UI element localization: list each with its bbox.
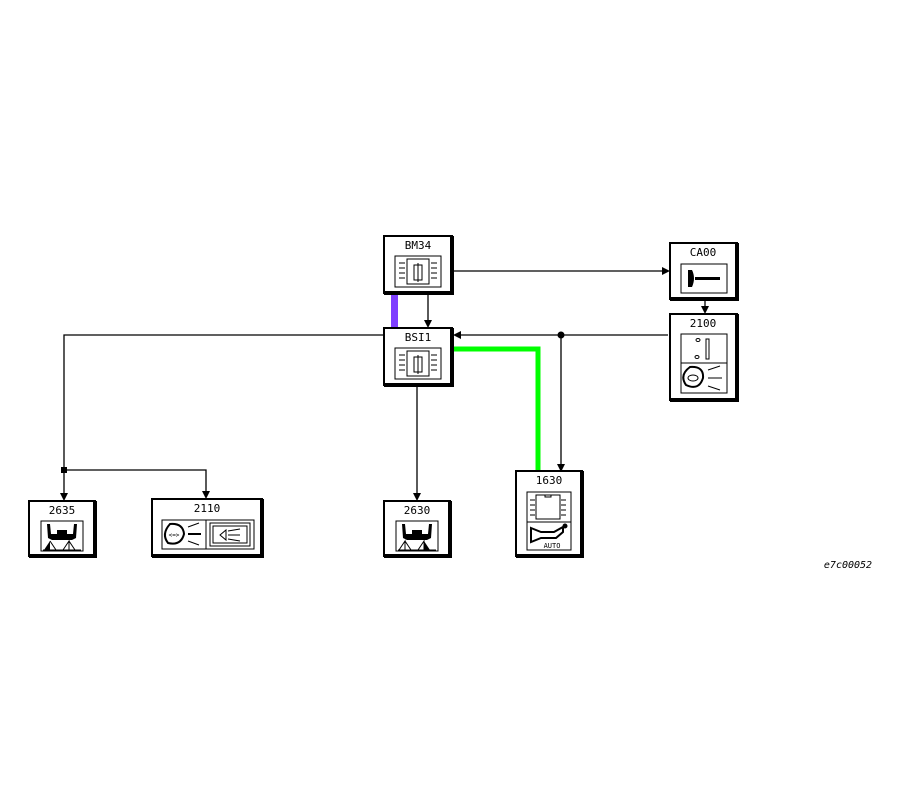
- stalk-switch-headlamp-icon: [680, 333, 728, 394]
- node-label: 2110: [194, 502, 221, 515]
- node-2635[interactable]: 2635: [28, 500, 97, 558]
- auto-sub-label: AUTO: [544, 542, 561, 550]
- node-label: BSI1: [405, 331, 432, 344]
- headlamp-levelling-actuator-icon: [395, 520, 439, 552]
- node-label: 1630: [536, 474, 563, 487]
- node-label: 2100: [690, 317, 717, 330]
- node-label: CA00: [690, 246, 717, 259]
- junction-dot: [61, 467, 67, 473]
- ignition-key-icon: [680, 263, 728, 294]
- headlamp-levelling-actuator-icon: [40, 520, 84, 552]
- node-label: 2630: [404, 504, 431, 517]
- node-bm34[interactable]: BM34: [383, 235, 454, 295]
- diagram-reference-code: e7c00052: [824, 560, 872, 571]
- headlamp-and-fog-lamp-icon: <=>: [161, 519, 255, 550]
- node-2100[interactable]: 2100: [669, 313, 739, 402]
- auto-gearbox-ecu-icon: AUTO: [526, 491, 572, 551]
- bus-purple-bm34-bsi1: [391, 293, 398, 328]
- node-label: 2635: [49, 504, 76, 517]
- node-2110[interactable]: 2110 <=>: [151, 498, 264, 558]
- bus-green-bsi1-1630: [453, 346, 541, 471]
- wire-bsi1-left-trunk: [60, 334, 383, 501]
- node-bsi1[interactable]: BSI1: [383, 327, 454, 387]
- junction-dot: [557, 331, 565, 339]
- node-2630[interactable]: 2630: [383, 500, 452, 558]
- ecu-module-icon: [394, 347, 442, 380]
- svg-text:<=>: <=>: [169, 532, 180, 539]
- wires: [60, 267, 709, 501]
- node-ca00[interactable]: CA00: [669, 242, 739, 301]
- node-label: BM34: [405, 239, 432, 252]
- wire-branch-2110: [64, 469, 210, 499]
- ecu-module-icon: [394, 255, 442, 288]
- node-1630[interactable]: 1630 AUTO: [515, 470, 584, 558]
